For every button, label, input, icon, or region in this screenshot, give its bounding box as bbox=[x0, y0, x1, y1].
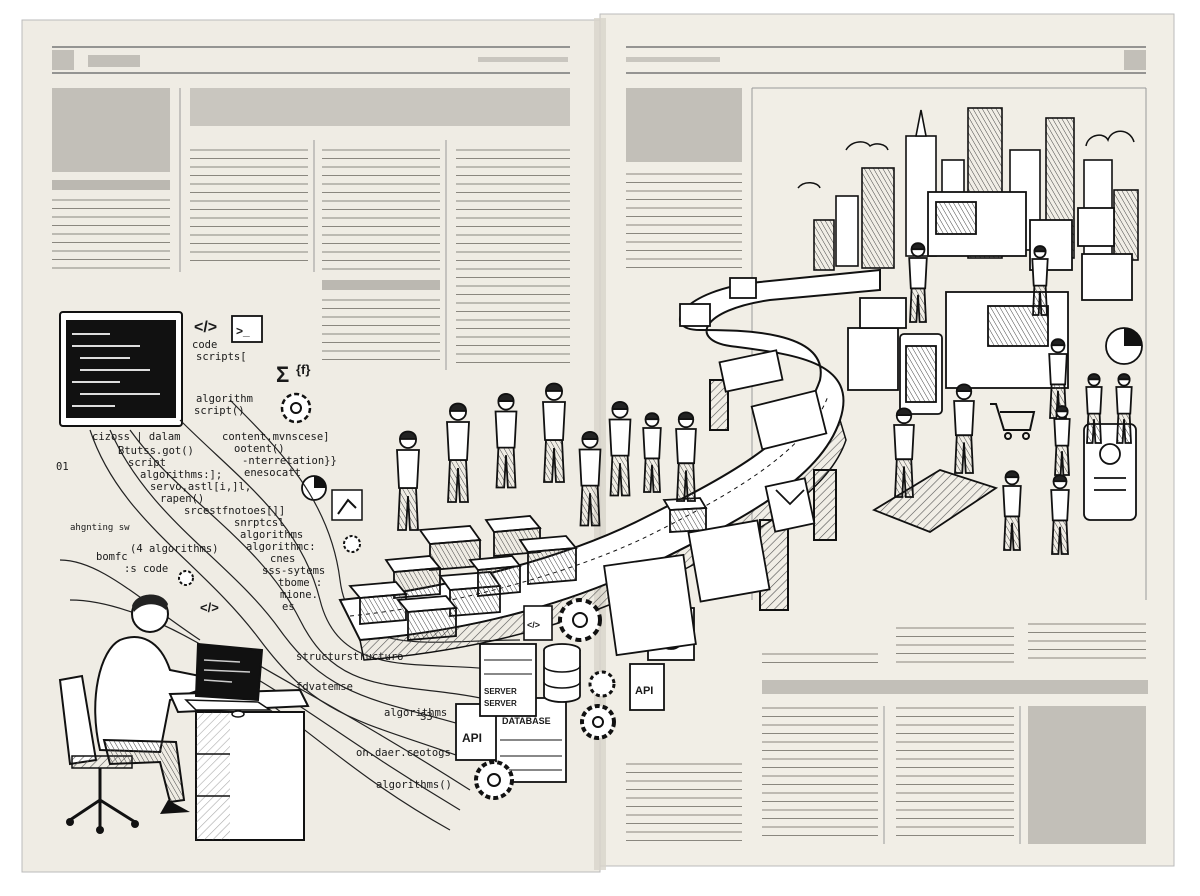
person-figure bbox=[908, 242, 928, 323]
code-snippet: scripts[ bbox=[196, 351, 247, 363]
svg-text:</>: </> bbox=[194, 319, 217, 336]
code-snippet: algorithms bbox=[240, 529, 303, 541]
code-snippet: S3- bbox=[420, 711, 439, 723]
code-tag-icon: </> bbox=[194, 319, 217, 336]
svg-text:>_: >_ bbox=[236, 324, 250, 338]
code-snippet: bomfc bbox=[96, 551, 128, 563]
api-label: API bbox=[462, 731, 482, 745]
svg-text:</>: </> bbox=[200, 600, 219, 615]
code-snippet: fdvatemse bbox=[296, 681, 353, 693]
code-snippet: mione. bbox=[280, 589, 318, 601]
code-snippet: enesocatt bbox=[244, 467, 301, 479]
gear-icon bbox=[280, 392, 312, 424]
code-snippet: script bbox=[128, 457, 166, 469]
code-snippet: (4 algorithms) bbox=[130, 543, 219, 555]
person-figure bbox=[1053, 405, 1071, 476]
code-monitor bbox=[59, 311, 183, 427]
svg-text:API: API bbox=[635, 685, 653, 697]
code-snippet: tbome : bbox=[278, 577, 322, 589]
person-figure bbox=[608, 401, 632, 497]
clouds bbox=[797, 130, 1135, 189]
ui-panels-road bbox=[603, 277, 828, 657]
code-snippet-texts: code scripts[ algorithm script() content… bbox=[56, 339, 452, 791]
small-gear-icon-2 bbox=[178, 570, 194, 586]
svg-text:{f}: {f} bbox=[296, 362, 310, 377]
person-figure bbox=[542, 382, 566, 483]
code-snippet: algorithm bbox=[196, 393, 253, 405]
server-label-2: SERVER bbox=[484, 699, 517, 708]
gear-icon-3 bbox=[474, 760, 514, 800]
braces-icon: {f} bbox=[296, 362, 310, 377]
code-snippet: algorithms() bbox=[376, 779, 452, 791]
code-tag-icon-2: </> bbox=[200, 600, 219, 615]
code-snippet: servo,astl[i,]l, bbox=[150, 481, 251, 493]
right-top-column bbox=[626, 87, 1147, 842]
code-snippet: srcestfnotoes[]] bbox=[184, 505, 285, 517]
code-streams bbox=[59, 399, 521, 831]
code-snippet: code bbox=[192, 339, 217, 351]
code-snippet: rapen() bbox=[160, 493, 204, 505]
code-snippet: 01 bbox=[56, 461, 69, 473]
server-stack: API DATABASE SERVER SERVER </> bbox=[455, 598, 616, 800]
gear-icon-large bbox=[558, 598, 602, 642]
person-figure bbox=[396, 430, 420, 531]
left-top-columns bbox=[52, 88, 570, 370]
person-figure bbox=[1085, 373, 1103, 444]
right-bottom-columns bbox=[762, 680, 1148, 844]
pie-chart-icon-2 bbox=[1105, 327, 1143, 365]
person-figure bbox=[953, 383, 975, 474]
person-figure bbox=[494, 393, 518, 489]
person-figure bbox=[578, 431, 602, 527]
code-snippet: -nterretation}} bbox=[242, 455, 337, 467]
code-snippet: :s code bbox=[124, 563, 168, 575]
users-group bbox=[893, 242, 1133, 555]
person-figure bbox=[1031, 245, 1049, 316]
gear-icon-2 bbox=[580, 704, 616, 740]
server-label: SERVER bbox=[484, 687, 517, 696]
code-snippet: content.mvnscese] bbox=[222, 431, 329, 443]
code-snippet: ahgnting sw bbox=[70, 523, 130, 533]
code-snippet: algorithms bbox=[384, 707, 447, 719]
code-tag-icon-3: </> bbox=[527, 620, 540, 630]
code-snippet: ootent() bbox=[234, 443, 285, 455]
code-snippet: sss-sytems bbox=[262, 565, 325, 577]
api-card: API bbox=[629, 663, 665, 711]
code-snippet: es bbox=[282, 601, 295, 613]
code-snippet: algorithmc: bbox=[246, 541, 316, 553]
code-snippet: snrptcsl bbox=[234, 517, 285, 529]
dashboard-screens bbox=[847, 191, 1137, 521]
person-figure bbox=[1048, 338, 1068, 419]
person-figure bbox=[1002, 470, 1022, 551]
page-fold-shadow bbox=[594, 18, 606, 870]
database-label: DATABASE bbox=[502, 716, 551, 726]
shopping-cart-icon bbox=[990, 403, 1036, 440]
person-figure bbox=[893, 407, 915, 498]
right-masthead bbox=[626, 46, 1146, 74]
code-snippet: algorithms:]; bbox=[140, 469, 222, 481]
programmer-at-desk bbox=[58, 594, 310, 841]
left-masthead bbox=[52, 46, 570, 74]
code-snippet: on.daer.ceotogs bbox=[356, 747, 451, 759]
svg-text:Σ: Σ bbox=[276, 362, 289, 387]
person-figure bbox=[1050, 474, 1070, 555]
sigma-icon: Σ bbox=[276, 362, 289, 387]
code-snippet: script() bbox=[194, 405, 245, 417]
terminal-prompt-icon: >_ bbox=[231, 315, 263, 343]
code-snippet: cnes bbox=[270, 553, 295, 565]
person-figure bbox=[1115, 373, 1133, 444]
person-figure bbox=[446, 402, 470, 503]
robot-arm-icon bbox=[331, 489, 363, 521]
phone-platform bbox=[871, 469, 999, 534]
gear-icon-4 bbox=[588, 670, 616, 698]
person-figure bbox=[675, 411, 697, 502]
package-boxes bbox=[348, 497, 708, 641]
small-gear-icon bbox=[343, 535, 361, 553]
team-members bbox=[396, 382, 697, 531]
code-snippet: cizoss | dalam bbox=[92, 431, 181, 443]
person-figure bbox=[642, 412, 662, 493]
code-snippet: Btutss.got() bbox=[118, 445, 194, 457]
